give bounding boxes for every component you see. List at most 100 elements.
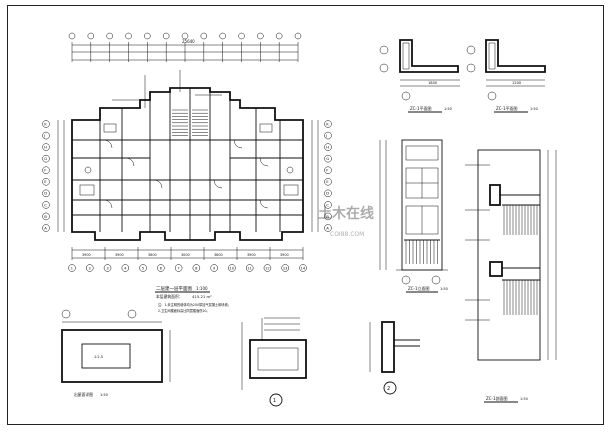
bottom-dim: 3600	[214, 253, 223, 257]
detail-2-label: 2	[387, 386, 390, 392]
axis-label-bottom: 12	[265, 266, 270, 270]
bottom-dim: 3000	[181, 253, 190, 257]
bottom-dim: 3600	[148, 253, 157, 257]
axis-bubble-bottom	[299, 264, 307, 272]
axis-label-left: B	[44, 214, 47, 219]
axis-label-bottom: 10	[230, 266, 235, 270]
axis-label-bottom: 7	[177, 266, 179, 270]
axis-label-right: C	[326, 202, 329, 207]
small-plan-text: 1:2.5	[94, 355, 103, 359]
axis-bubble-left	[42, 131, 50, 140]
axis-bubble-bottom	[68, 264, 76, 272]
axis-bubble-bottom	[157, 264, 165, 272]
axis-bubble-bottom	[139, 264, 147, 272]
axis-bubble-bottom	[121, 264, 130, 272]
bottom-dim: 3900	[247, 253, 256, 257]
plan-title: 二层建一层平面图	[156, 285, 192, 292]
axis-bubble-bottom	[228, 264, 236, 272]
axis-bubble-right	[324, 189, 332, 198]
zc1-scale: 1:50	[444, 107, 452, 111]
axis-label-left: H	[44, 145, 47, 150]
axis-label-bottom: 14	[301, 266, 306, 270]
axis-label-left: E	[44, 179, 47, 184]
axis-label-left: C	[44, 202, 47, 207]
axis-bubble-bottom	[281, 264, 289, 272]
bottom-dim: 3900	[82, 253, 91, 257]
small-plan-title: 出屋面详图	[74, 392, 93, 397]
axis-label-bottom: 1	[71, 266, 73, 270]
axis-bubble-right	[324, 166, 332, 174]
axis-label-bottom: 4	[124, 266, 127, 270]
axis-label-right: B	[326, 214, 329, 219]
axis-bubble-bottom	[192, 264, 201, 272]
axis-bubble-left	[42, 120, 50, 128]
zc1-title: ZC-1平面图	[410, 105, 432, 111]
bottom-dim: 3900	[115, 253, 124, 257]
drawing-frame	[7, 5, 604, 425]
section-zc1: ZC-1剖面图 1:50	[465, 149, 557, 403]
axis-bubble-left	[42, 178, 50, 186]
axis-bubble-left	[42, 201, 50, 209]
axis-label-bottom: 11	[247, 266, 252, 270]
axis-label-right: A	[326, 225, 329, 230]
axis-label-bottom: 5	[142, 266, 144, 270]
axis-label-bottom: 3	[106, 266, 108, 270]
elev-scale: 1:50	[440, 287, 448, 291]
watermark-cn: 土木在线	[318, 205, 374, 222]
zc1b-title: ZC-1平面图	[496, 105, 518, 111]
axis-label-bottom: 13	[283, 266, 288, 270]
axis-label-bottom: 9	[213, 266, 216, 270]
axis-bubble-right	[324, 143, 332, 151]
zc1-dim: 1800	[428, 81, 438, 85]
axis-label-right: J	[325, 133, 327, 138]
axis-bubble-bottom	[103, 264, 112, 272]
watermark-url: COI88.COM	[330, 231, 364, 238]
axis-bubble-left	[42, 166, 50, 174]
bottom-dim: 3900	[280, 253, 289, 257]
axis-bubble-right	[324, 131, 332, 140]
floor-plan: 25640	[42, 32, 332, 313]
axis-bubble-right	[324, 224, 332, 232]
axis-bubble-right	[324, 212, 332, 221]
plan-area-note: 本层建筑面积：	[156, 294, 183, 299]
axis-bubble-bottom	[174, 264, 183, 272]
axis-label-right: K	[326, 121, 329, 126]
axis-label-right: D	[326, 191, 329, 196]
axis-bubble-left	[42, 212, 50, 221]
detail-zc1-plan: 1800 ZC-1平面图 1:50	[379, 39, 460, 113]
axis-label-left: G	[44, 156, 47, 161]
elev-title: ZC-1立面图	[408, 285, 430, 291]
axis-label-left: D	[44, 191, 47, 196]
detail-1-label: 1	[273, 398, 276, 404]
watermark: 土木在线 COI88.COM	[318, 205, 374, 238]
axis-bubble-bottom	[86, 264, 94, 272]
axis-label-right: H	[326, 145, 329, 150]
small-plan-scale: 1:50	[100, 393, 108, 397]
axis-label-left: K	[44, 121, 47, 126]
axis-label-bottom: 2	[89, 266, 91, 270]
axis-label-left: A	[44, 225, 47, 230]
axis-bubble-bottom	[245, 264, 254, 272]
axis-bubble-right	[324, 201, 332, 209]
zc1b-scale: 1:50	[530, 107, 538, 111]
zc1b-dim: 1200	[512, 81, 522, 85]
axis-label-left: J	[43, 133, 45, 138]
plan-note-1: 注：1.未注明的墙体均为200厚加气混凝土砌块墙；	[158, 302, 231, 307]
plan-note-2: 2.卫生间楼面标高比同层楼面低20。	[158, 308, 210, 313]
axis-bubble-left	[42, 224, 50, 232]
detail-2: 2	[369, 321, 420, 395]
axis-label-right: E	[326, 179, 329, 184]
detail-zc1b-plan: 1200 ZC-1平面图 1:50	[466, 39, 546, 113]
axis-bubble-bottom	[210, 264, 218, 272]
plan-area-value: 415.21 m²	[192, 294, 212, 299]
detail-1: 1	[241, 317, 307, 407]
axis-bubble-right	[324, 178, 332, 186]
axis-bubble-right	[324, 154, 332, 163]
axis-label-right: F	[326, 168, 328, 173]
axis-label-left: F	[44, 168, 46, 173]
small-plan: 1:2.5 出屋面详图 1:50	[61, 309, 171, 397]
axis-bubble-left	[42, 189, 50, 198]
section-title: ZC-1剖面图	[486, 395, 508, 401]
plan-top-dim-total: 25640	[182, 39, 195, 44]
